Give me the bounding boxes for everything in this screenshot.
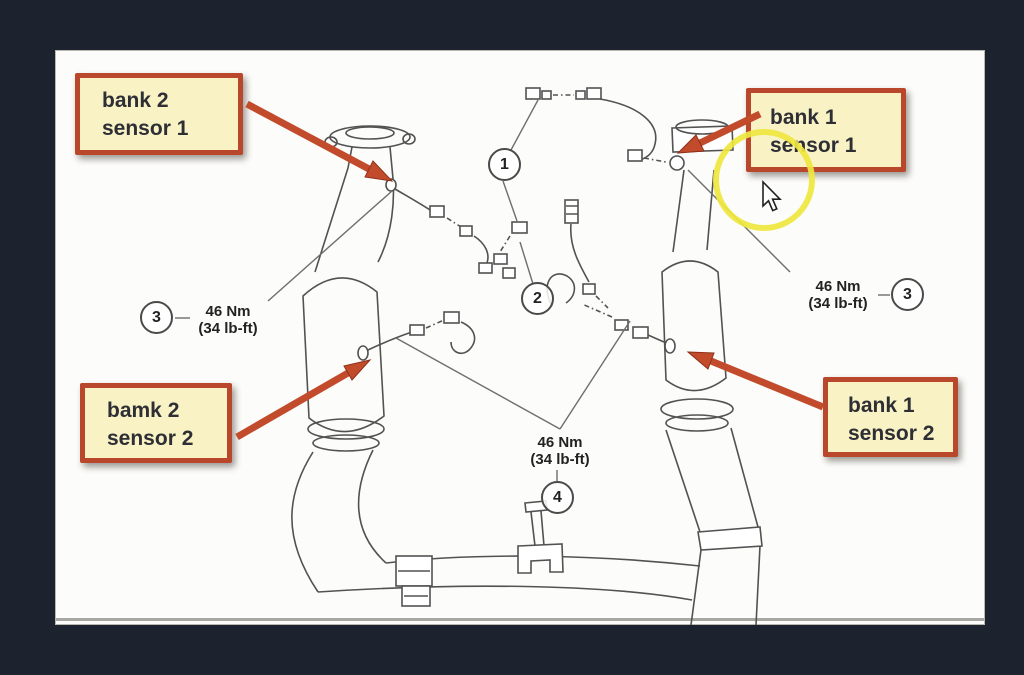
torque-alt-value: (34 lb-ft) — [198, 320, 258, 337]
torque-callout-3-left: 3 — [140, 301, 173, 334]
torque-callout-3-right: 3 — [891, 278, 924, 311]
label-bamk2-sensor2: bamk 2 sensor 2 — [80, 383, 232, 463]
torque-note-bottom: 46 Nm (34 lb-ft) — [530, 434, 589, 468]
label-line2: sensor 2 — [848, 422, 935, 445]
label-line2: sensor 1 — [770, 134, 857, 157]
label-line1: bank 2 — [102, 89, 169, 112]
torque-alt-value: (34 lb-ft) — [808, 295, 868, 312]
scan-edge-line — [56, 618, 984, 621]
label-bank2-sensor1: bank 2 sensor 1 — [75, 73, 243, 155]
torque-note-left: 46 Nm (34 lb-ft) — [198, 303, 257, 337]
label-line2: sensor 2 — [107, 427, 194, 450]
torque-alt-value: (34 lb-ft) — [530, 451, 590, 468]
label-bank1-sensor1: bank 1 sensor 1 — [746, 88, 906, 172]
label-line1: bank 1 — [848, 394, 915, 417]
torque-note-right: 46 Nm (34 lb-ft) — [808, 278, 867, 312]
item-callout-1: 1 — [488, 148, 521, 181]
item-callout-2: 2 — [521, 282, 554, 315]
label-line2: sensor 1 — [102, 117, 189, 140]
torque-value: 46 Nm — [537, 434, 583, 451]
torque-callout-4: 4 — [541, 481, 574, 514]
torque-value: 46 Nm — [205, 303, 251, 320]
label-bank1-sensor2: bank 1 sensor 2 — [823, 377, 958, 457]
torque-value: 46 Nm — [815, 278, 861, 295]
label-line1: bamk 2 — [107, 399, 180, 422]
label-line1: bank 1 — [770, 106, 837, 129]
